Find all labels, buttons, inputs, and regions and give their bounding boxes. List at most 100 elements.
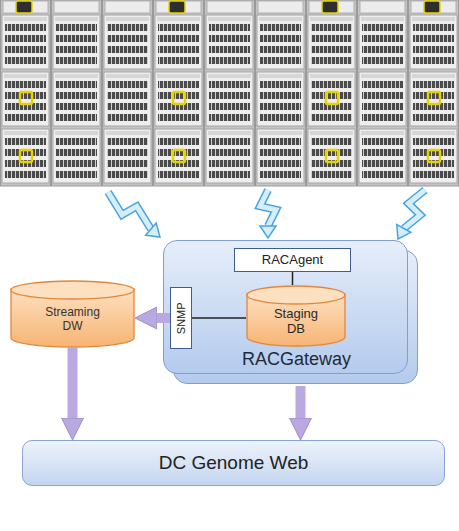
server-chassis	[53, 129, 100, 183]
server-chassis	[2, 15, 49, 69]
bolt-head	[146, 223, 160, 237]
database-cylinder: Staging DB	[246, 285, 346, 347]
drive-bays	[209, 114, 250, 121]
drive-bays	[260, 35, 301, 42]
node-label: RACGateway	[242, 349, 351, 370]
drive-bays	[362, 114, 403, 121]
chassis-strip	[310, 74, 353, 78]
chassis-strip	[310, 17, 353, 21]
wireless-bolt	[260, 190, 276, 238]
drive-bays	[209, 46, 250, 53]
rack-top-slot	[207, 1, 252, 13]
bolt-fill	[108, 192, 151, 229]
node-label: Streaming DW	[45, 306, 100, 334]
node-label: SNMP	[175, 302, 188, 334]
drive-bays	[260, 149, 301, 156]
drive-bays	[56, 24, 97, 31]
flow-arrow	[68, 348, 78, 426]
rack-frame	[1, 0, 51, 186]
drive-bays	[209, 57, 250, 64]
sensor-device	[424, 1, 440, 13]
drive-bays	[5, 81, 46, 88]
drive-bays	[158, 46, 199, 53]
drive-bays	[209, 103, 250, 110]
drive-bays	[107, 171, 148, 178]
wireless-bolt	[108, 192, 160, 237]
drive-bays	[362, 46, 403, 53]
sensor-device	[169, 1, 185, 13]
server-chassis	[2, 129, 49, 183]
server-chassis	[104, 129, 151, 183]
rack-frame	[307, 0, 357, 186]
bolt-outline	[404, 190, 425, 228]
drive-bays	[5, 171, 46, 178]
drive-bays	[5, 114, 46, 121]
sensor-marker	[20, 150, 32, 162]
chassis-strip	[55, 17, 98, 21]
drive-bays	[56, 103, 97, 110]
sensor-marker	[173, 92, 185, 104]
server-rack-illustration	[0, 0, 459, 250]
chassis-strip	[361, 17, 404, 21]
sensor-marker	[326, 150, 338, 162]
chassis-strip	[106, 74, 149, 78]
drive-bays	[158, 114, 199, 121]
rack-frame	[205, 0, 255, 186]
server-chassis	[206, 72, 253, 126]
sensor-marker	[428, 92, 440, 104]
drive-bays	[209, 35, 250, 42]
rack-frame	[256, 0, 306, 186]
rack-group	[1, 0, 459, 186]
node-label: DC Genome Web	[159, 452, 309, 474]
drive-bays	[158, 138, 199, 145]
drive-bays	[260, 46, 301, 53]
drive-bays	[5, 24, 46, 31]
drive-bays	[311, 24, 352, 31]
drive-bays	[413, 114, 454, 121]
rack-frame	[154, 0, 204, 186]
drive-bays	[158, 57, 199, 64]
rack-top-slot	[258, 1, 303, 13]
drive-bays	[260, 57, 301, 64]
drive-bays	[56, 138, 97, 145]
drive-bays	[362, 149, 403, 156]
drive-bays	[209, 171, 250, 178]
chassis-strip	[208, 131, 251, 135]
node-label: RACAgent	[262, 253, 323, 268]
drive-bays	[413, 46, 454, 53]
drive-bays	[362, 57, 403, 64]
drive-bays	[209, 81, 250, 88]
drive-bays	[56, 171, 97, 178]
rack-top-slot	[411, 1, 456, 13]
drive-bays	[56, 46, 97, 53]
chassis-strip	[208, 74, 251, 78]
drive-bays	[56, 35, 97, 42]
bolt-head	[260, 226, 276, 238]
drive-bays	[311, 35, 352, 42]
server-chassis	[359, 15, 406, 69]
server-chassis	[155, 129, 202, 183]
server-chassis	[410, 129, 457, 183]
chassis-strip	[412, 131, 455, 135]
server-chassis	[308, 129, 355, 183]
drive-bays	[107, 46, 148, 53]
drive-bays	[209, 149, 250, 156]
drive-bays	[107, 92, 148, 99]
drive-bays	[260, 114, 301, 121]
drive-bays	[311, 57, 352, 64]
server-chassis	[308, 72, 355, 126]
cylinder-top	[11, 281, 134, 299]
bolt-fill	[260, 190, 276, 226]
protocol-box: SNMP	[170, 287, 192, 349]
chassis-strip	[4, 74, 47, 78]
server-chassis	[257, 129, 304, 183]
chassis-strip	[310, 131, 353, 135]
drive-bays	[107, 57, 148, 64]
server-chassis	[155, 72, 202, 126]
chassis-strip	[106, 17, 149, 21]
sensor-marker	[20, 92, 32, 104]
drive-bays	[158, 171, 199, 178]
rack-top-slot	[309, 1, 354, 13]
sensor-marker	[326, 92, 338, 104]
flow-arrow	[149, 313, 170, 323]
